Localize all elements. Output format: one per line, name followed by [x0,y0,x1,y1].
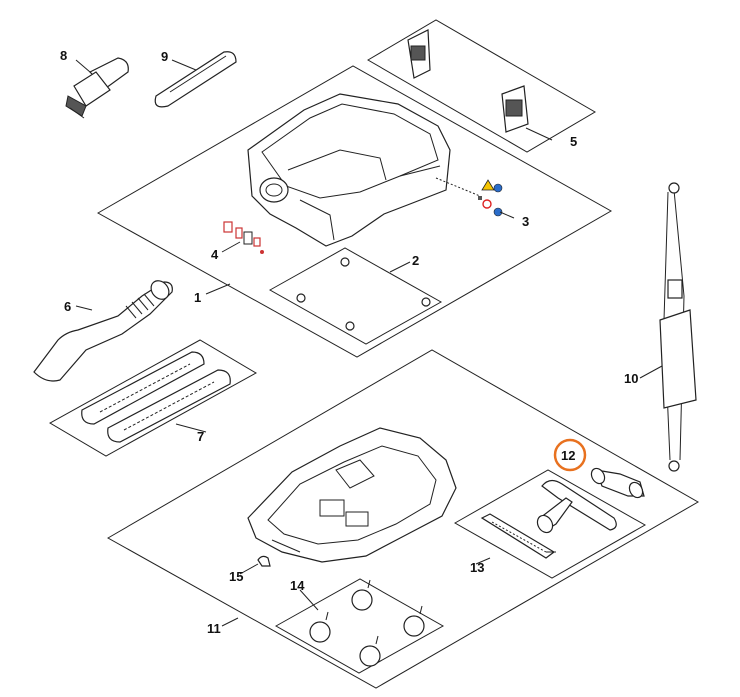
callout-7: 7 [197,429,204,444]
shoulder-strap-part[interactable] [659,182,697,472]
latch-set-part[interactable] [223,221,264,254]
callout-13: 13 [470,560,484,575]
clip-parts[interactable] [407,29,529,133]
panel-part-2 [268,247,443,345]
callout-8: 8 [60,48,67,63]
container-housing-part[interactable] [247,93,451,247]
leader-lines [75,59,663,627]
callout-10: 10 [624,371,638,386]
panel-part-7 [48,339,258,457]
callout-5: 5 [570,134,577,149]
callout-3: 3 [522,214,529,229]
panel-main-housing [96,65,613,358]
upholstery-nozzle-part[interactable] [534,479,617,535]
crevice-nozzle-part[interactable] [154,51,237,108]
highlight-ring [553,438,587,472]
callout-6: 6 [64,299,71,314]
caster-wheels-part[interactable] [309,579,425,667]
callout-15: 15 [229,569,243,584]
base-part[interactable] [247,427,457,563]
panel-part-13 [453,469,647,579]
screws-part[interactable] [296,257,431,331]
panel-base [106,349,700,689]
callout-1: 1 [194,290,201,305]
callout-9: 9 [161,49,168,64]
nozzle-adapter-part[interactable] [589,466,645,500]
suction-hose-part[interactable] [33,277,173,382]
warning-labels-part[interactable] [435,177,503,217]
callout-11: 11 [207,621,221,636]
callout-4: 4 [211,247,219,262]
panel-part-14 [274,578,445,674]
small-clip-part[interactable] [257,555,271,567]
extension-tubes-part[interactable] [81,351,231,443]
panel-part-5 [367,19,596,153]
brush-nozzle-part[interactable] [65,57,129,119]
callout-2: 2 [412,253,419,268]
callout-12: 12 [561,448,575,463]
callout-14: 14 [290,578,305,593]
